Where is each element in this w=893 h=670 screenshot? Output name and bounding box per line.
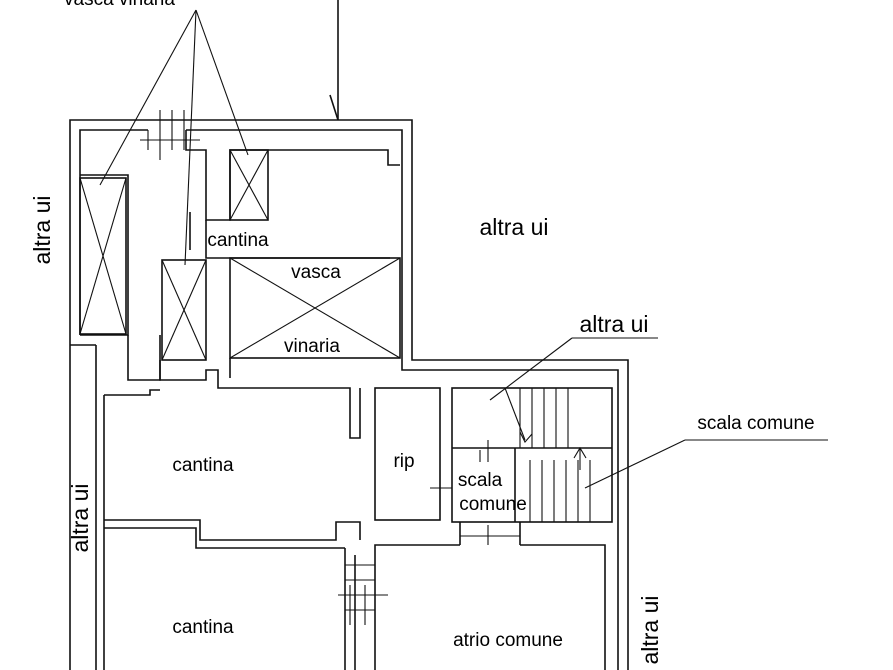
- label-altra-ui-right-bottom: altra ui: [637, 595, 663, 664]
- label-atrio-comune: atrio comune: [453, 630, 563, 651]
- left-vasca-tanks: [79, 177, 207, 361]
- vasca-vinaria-leaders: [99, 9, 249, 266]
- label-altra-ui-right-leader: altra ui: [579, 311, 648, 337]
- label-cantina-middle: cantina: [172, 455, 234, 476]
- label-cantina-upper: cantina: [207, 230, 269, 251]
- label-scala-comune-leader: scala comune: [697, 413, 814, 434]
- label-scala: scala: [458, 470, 503, 491]
- atrio-walls: [338, 544, 606, 670]
- label-altra-ui-left-top: altra ui: [29, 195, 55, 264]
- common-stair: [430, 387, 613, 545]
- label-vinaria: vinaria: [284, 336, 340, 357]
- label-rip: rip: [393, 451, 414, 472]
- rip-room: [374, 387, 441, 521]
- right-leaders: [489, 337, 828, 489]
- middle-cantina-walls: [104, 358, 361, 670]
- left-corridor-walls: [70, 174, 161, 670]
- label-altra-ui-center: altra ui: [479, 214, 548, 240]
- upper-cantina-walls: [185, 130, 401, 359]
- label-cantina-lower: cantina: [172, 617, 234, 638]
- label-vasca: vasca: [291, 262, 341, 283]
- label-altra-ui-left-bottom: altra ui: [67, 483, 93, 552]
- label-comune: comune: [459, 494, 527, 515]
- label-vasca-vinaria-top: vasca vinaria: [64, 0, 175, 10]
- outer-walls: [69, 0, 629, 670]
